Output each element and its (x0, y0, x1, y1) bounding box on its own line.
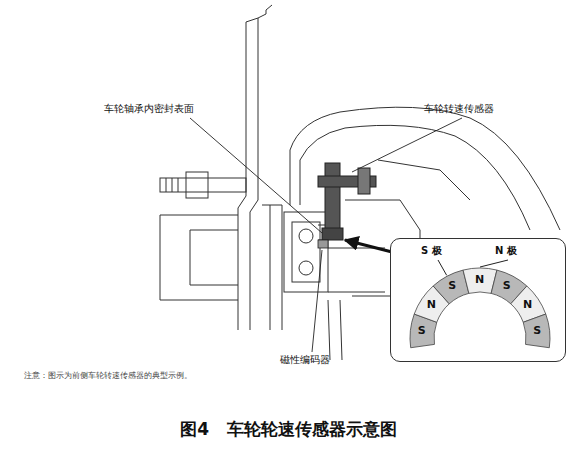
part-label: 车轮转速传感器 (424, 103, 494, 115)
bearing-ball (299, 261, 313, 275)
part-label: 车轮轴承内密封表面 (104, 103, 194, 115)
wheel-speed-sensor (318, 163, 376, 240)
detail-arrow (345, 240, 392, 252)
note-text: 注意：图示为前侧车轮转速传感器的典型示例。 (24, 371, 192, 380)
leader-line (352, 118, 462, 172)
drive-axle (328, 248, 385, 292)
part-label: 磁性编码器 (280, 354, 330, 366)
pole-letter: S (418, 325, 426, 338)
leader-line (312, 250, 322, 352)
pole-letter: S (533, 325, 541, 338)
pole-label: N 极 (495, 245, 517, 257)
wheel-rim (246, 18, 258, 22)
detail-inset: S 极N 极SNSNSNS (390, 238, 566, 362)
wheel-rim (250, 5, 272, 330)
hub-body (190, 230, 238, 285)
wheel-nut (186, 172, 208, 198)
pole-letter: N (523, 299, 532, 312)
wheel-bearing (292, 222, 320, 282)
pole-letter: S (503, 280, 511, 293)
hub-flange (262, 205, 282, 330)
pole-letter: S (448, 280, 456, 293)
encoder-ring-drawing (390, 238, 566, 362)
magnet-pole-segment (523, 314, 550, 348)
stud-thread (166, 178, 178, 192)
sensor-bolt (358, 168, 370, 194)
leader-line (480, 260, 508, 267)
steering-knuckle (378, 160, 470, 200)
figure-caption: 图4 车轮轮速传感器示意图 (0, 420, 577, 440)
pole-letter: N (427, 299, 436, 312)
wheel-rim (238, 22, 246, 330)
drive-axle (328, 300, 342, 360)
pole-label: S 极 (421, 245, 442, 257)
magnetic-encoder (318, 240, 328, 248)
magnet-pole-segment (433, 270, 469, 304)
pole-letter: N (475, 273, 484, 286)
sensor-tip (322, 228, 343, 240)
wheel-stud (160, 178, 246, 192)
bearing-ball (299, 229, 313, 243)
leader-line (438, 260, 447, 275)
leader-line (190, 118, 322, 233)
hub-body (160, 215, 238, 300)
